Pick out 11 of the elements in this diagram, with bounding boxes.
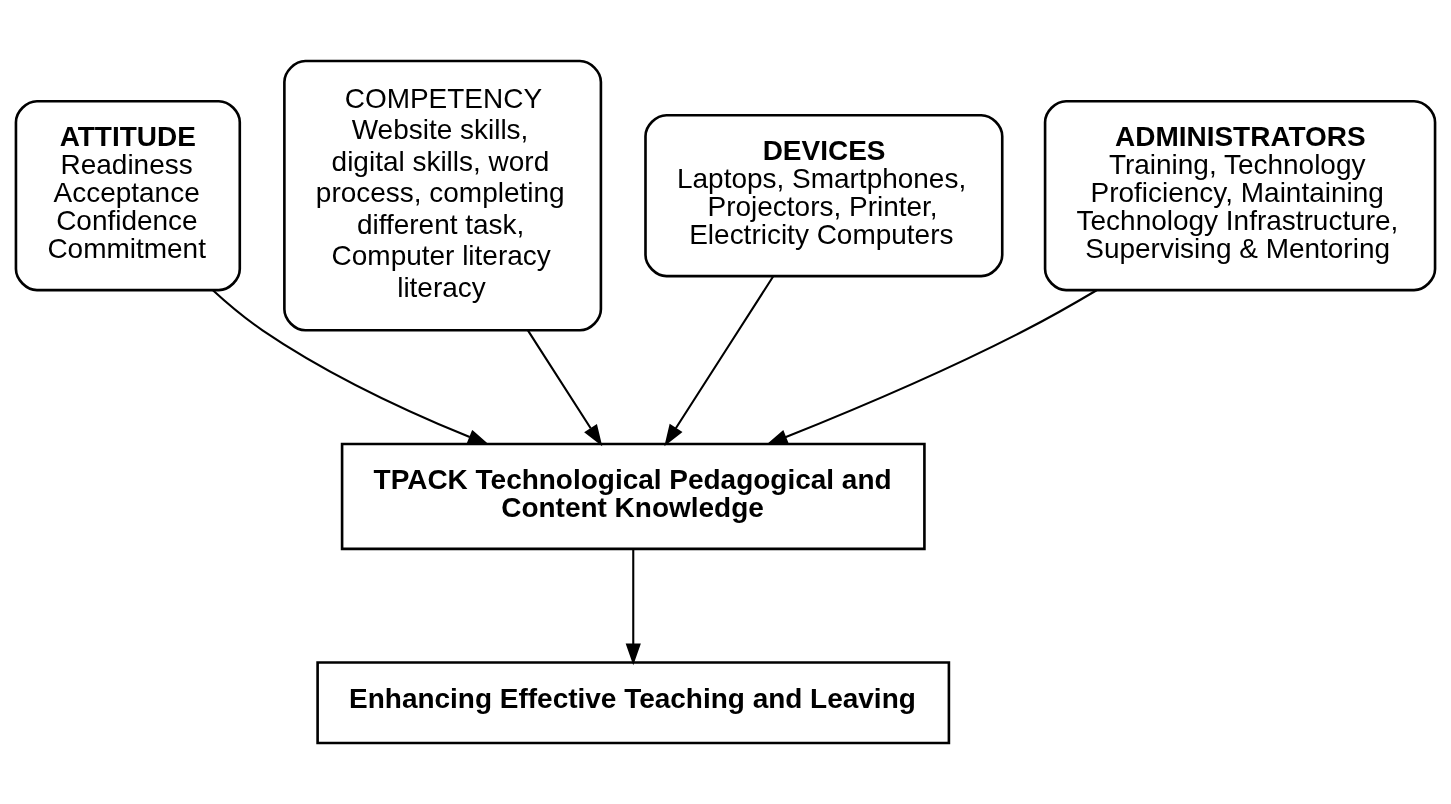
node-box: DEVICES Laptops, Smartphones, Projectors, Printer, Electricity Computers [644,113,1004,278]
arrow [212,289,490,446]
arrow [664,275,775,447]
arrow [765,289,1098,445]
node-box: Enhancing Effective Teaching and Leaving [316,661,951,745]
node-box: ATTITUDE Readiness Acceptance Confidence Commitment [14,99,242,292]
node-box: ADMINISTRATORS Training, Technology Proficiency, Maintaining Technology Infrastructure, Supervising & Mentoring [1043,99,1437,292]
arrow [527,329,603,447]
node-box: TPACK Technological Pedagogical and Content Knowledge [340,442,926,551]
node-box: COMPETENCY Website skills, digital skills, word process, completing different task, Computer literacy literacy [283,59,603,332]
arrow [625,549,641,666]
